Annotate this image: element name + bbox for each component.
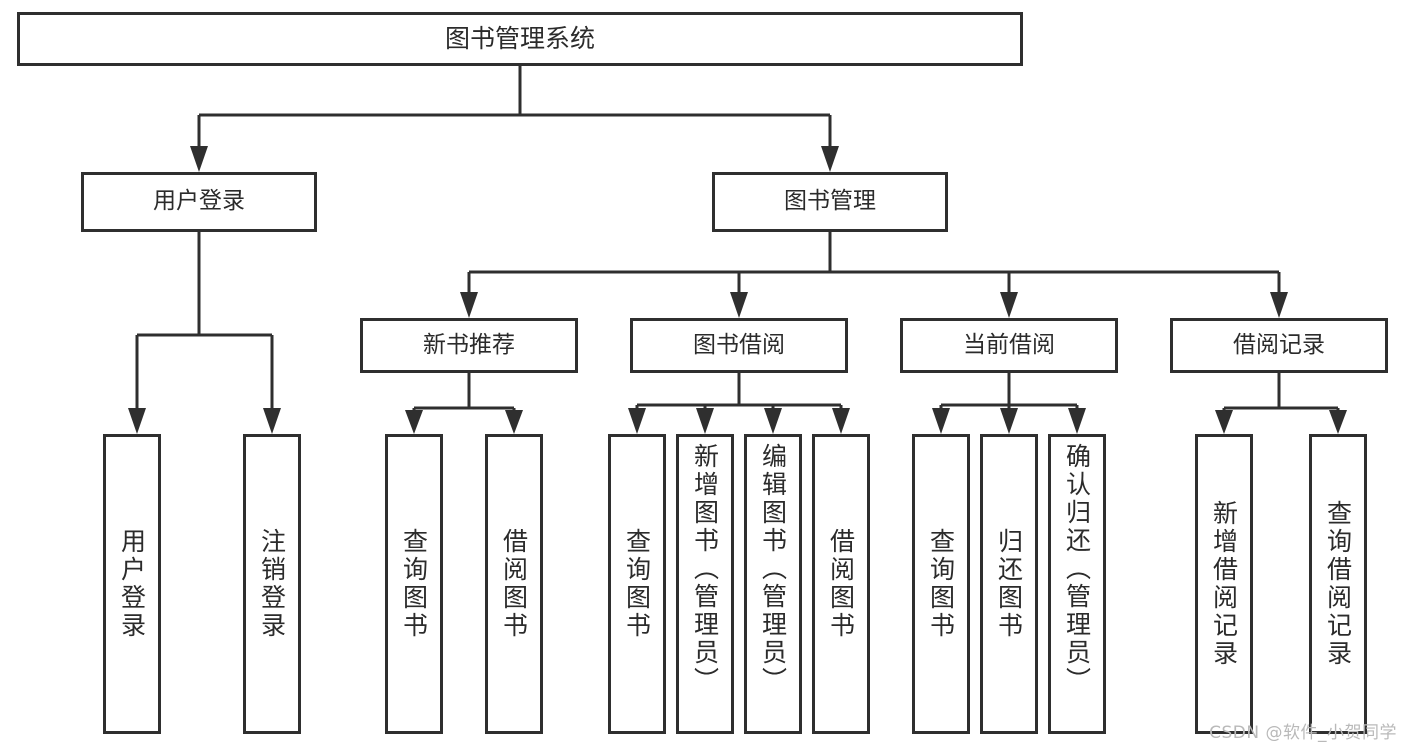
node-label: 查询图书 bbox=[622, 528, 652, 640]
node-label: 用户登录 bbox=[117, 528, 147, 640]
node-label: 借阅记录 bbox=[1233, 331, 1325, 358]
node-book-borrow[interactable]: 图书借阅 bbox=[630, 318, 848, 373]
node-new-book-recommend[interactable]: 新书推荐 bbox=[360, 318, 578, 373]
leaf-query-borrow-record[interactable]: 查询借阅记录 bbox=[1309, 434, 1367, 734]
node-root-book-management-system[interactable]: 图书管理系统 bbox=[17, 12, 1023, 66]
node-label: 新书推荐 bbox=[423, 331, 515, 358]
node-user-login[interactable]: 用户登录 bbox=[81, 172, 317, 232]
node-label: 查询借阅记录 bbox=[1323, 500, 1353, 668]
leaf-return-book[interactable]: 归还图书 bbox=[980, 434, 1038, 734]
node-label: 借阅图书 bbox=[499, 528, 529, 640]
node-book-management[interactable]: 图书管理 bbox=[712, 172, 948, 232]
leaf-query-book-recommend[interactable]: 查询图书 bbox=[385, 434, 443, 734]
leaf-query-book-borrow[interactable]: 查询图书 bbox=[608, 434, 666, 734]
node-label: 注销登录 bbox=[257, 528, 287, 640]
node-label: 借阅图书 bbox=[826, 528, 856, 640]
node-label: 图书管理系统 bbox=[444, 24, 595, 54]
node-label: 新增借阅记录 bbox=[1209, 500, 1239, 668]
node-borrow-record[interactable]: 借阅记录 bbox=[1170, 318, 1388, 373]
leaf-add-borrow-record[interactable]: 新增借阅记录 bbox=[1195, 434, 1253, 734]
node-label: 图书管理 bbox=[784, 188, 876, 215]
node-label: 用户登录 bbox=[153, 188, 245, 215]
leaf-borrow-book-borrow[interactable]: 借阅图书 bbox=[812, 434, 870, 734]
leaf-confirm-return-admin[interactable]: 确认归还（管理员） bbox=[1048, 434, 1106, 734]
csdn-watermark: CSDN @软件_小贺同学 bbox=[1209, 723, 1397, 743]
node-label: 当前借阅 bbox=[963, 331, 1055, 358]
node-label: 编辑图书（管理员） bbox=[758, 443, 788, 695]
node-label: 新增图书（管理员） bbox=[690, 443, 720, 695]
leaf-borrow-book-recommend[interactable]: 借阅图书 bbox=[485, 434, 543, 734]
node-label: 查询图书 bbox=[399, 528, 429, 640]
node-current-borrow[interactable]: 当前借阅 bbox=[900, 318, 1118, 373]
node-label: 确认归还（管理员） bbox=[1062, 443, 1092, 695]
node-label: 查询图书 bbox=[926, 528, 956, 640]
node-label: 归还图书 bbox=[994, 528, 1024, 640]
leaf-query-book-current[interactable]: 查询图书 bbox=[912, 434, 970, 734]
leaf-user-login[interactable]: 用户登录 bbox=[103, 434, 161, 734]
node-label: 图书借阅 bbox=[693, 331, 785, 358]
leaf-edit-book-admin[interactable]: 编辑图书（管理员） bbox=[744, 434, 802, 734]
leaf-add-book-admin[interactable]: 新增图书（管理员） bbox=[676, 434, 734, 734]
leaf-user-logout[interactable]: 注销登录 bbox=[243, 434, 301, 734]
